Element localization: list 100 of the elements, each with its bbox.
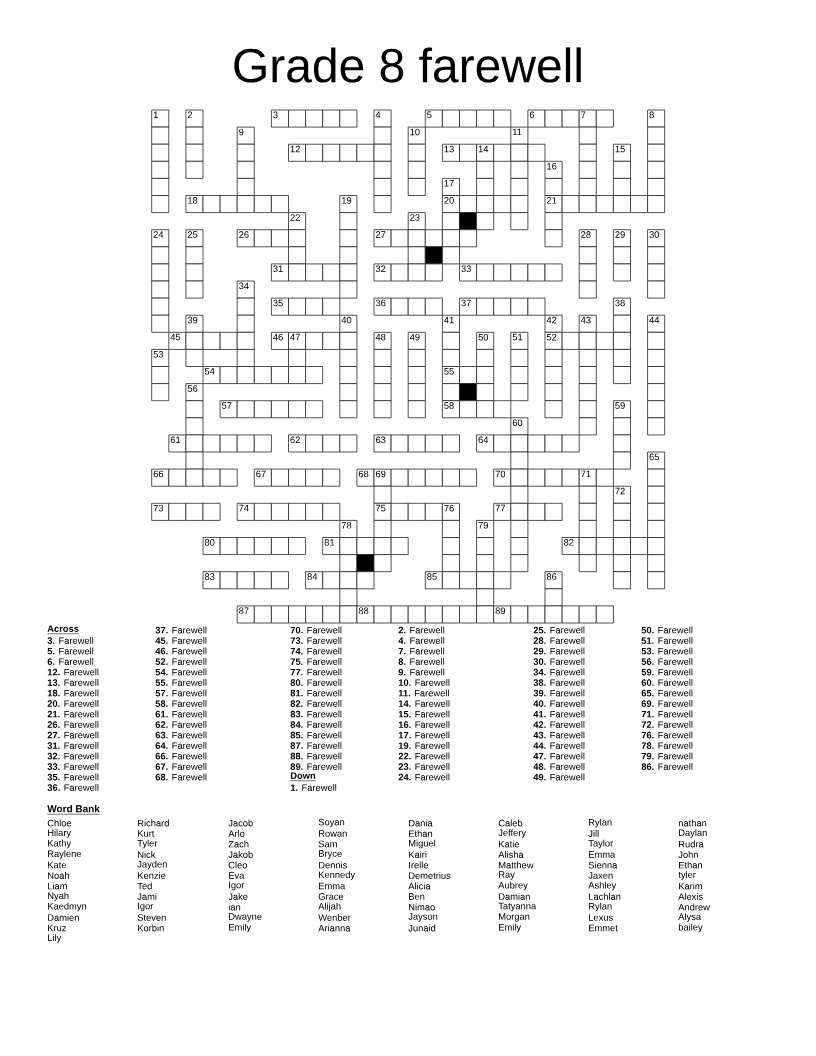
word-bank-name: Aubrey bbox=[498, 881, 528, 891]
cell-number: 63 bbox=[375, 436, 386, 444]
word-bank-name: Grace bbox=[318, 893, 344, 900]
clue-text: 25. Farewell bbox=[533, 626, 585, 634]
section-heading: Across bbox=[47, 625, 80, 635]
clue-text: 54. Farewell bbox=[155, 668, 207, 676]
cell-number: 41 bbox=[444, 316, 454, 324]
word-bank-name: Kathy bbox=[48, 839, 72, 849]
cell-number: 88 bbox=[358, 607, 369, 615]
word-bank-name: Rowan bbox=[319, 830, 347, 837]
cell-number: 45 bbox=[170, 333, 181, 341]
cell-number: 18 bbox=[188, 197, 198, 204]
clue-text: 58. Farewell bbox=[155, 700, 207, 707]
clue-text: 20. Farewell bbox=[47, 700, 99, 707]
word-bank-name: Wenber bbox=[318, 914, 351, 921]
word-bank-name: Alijah bbox=[318, 902, 341, 912]
clue-text: 16. Farewell bbox=[398, 721, 450, 728]
cell-number: 81 bbox=[324, 539, 335, 546]
word-bank-name: Damien bbox=[48, 914, 79, 921]
word-bank-name: Liam bbox=[48, 882, 67, 890]
cell-number: 87 bbox=[239, 607, 249, 615]
cell-number: 24 bbox=[153, 231, 164, 238]
title: Grade 8 farewell bbox=[234, 47, 581, 83]
word-bank-name: Richard bbox=[138, 819, 169, 827]
word-bank-name: nathan bbox=[678, 819, 707, 827]
clue-text: 3. Farewell bbox=[47, 637, 94, 644]
word-bank-name: Soyan bbox=[318, 818, 345, 828]
cell-number: 17 bbox=[444, 179, 454, 187]
clue-text: 79. Farewell bbox=[641, 752, 693, 760]
cell-number: 28 bbox=[581, 231, 591, 238]
word-bank-name: Arlo bbox=[228, 830, 245, 837]
cell-number: 29 bbox=[615, 231, 625, 238]
word-bank-name: Korbin bbox=[138, 924, 164, 932]
word-bank-name: Alisha bbox=[498, 851, 524, 858]
clue-text: 13. Farewell bbox=[47, 679, 99, 686]
clue-text: 24. Farewell bbox=[398, 773, 450, 781]
section-heading: Word Bank bbox=[47, 805, 101, 815]
cell-number: 78 bbox=[341, 522, 352, 529]
clue-text: 12. Farewell bbox=[47, 668, 99, 676]
clue-text: 50. Farewell bbox=[641, 626, 693, 634]
clue-text: 84. Farewell bbox=[290, 721, 342, 728]
word-bank-name: Katie bbox=[499, 840, 520, 848]
cell-number: 70 bbox=[495, 470, 506, 478]
word-bank-name: Kennedy bbox=[319, 871, 356, 880]
cell-number: 67 bbox=[256, 470, 266, 478]
cell-number: 30 bbox=[649, 231, 660, 238]
cell-number: 51 bbox=[512, 333, 523, 341]
cell-number: 2 bbox=[187, 111, 193, 119]
word-bank-name: Dennis bbox=[319, 861, 347, 869]
clue-text: 40. Farewell bbox=[533, 700, 585, 707]
cell-number: 25 bbox=[187, 231, 198, 238]
clue-text: 19. Farewell bbox=[398, 742, 450, 749]
cell-number: 31 bbox=[273, 265, 283, 273]
cell-number: 89 bbox=[495, 607, 506, 615]
word-bank-name: Jeffery bbox=[498, 829, 527, 838]
word-bank-name: Kenzie bbox=[138, 872, 166, 879]
word-bank-name: Igor bbox=[138, 902, 154, 912]
clue-text: 53. Farewell bbox=[641, 647, 693, 655]
clue-text: 33. Farewell bbox=[47, 763, 99, 770]
word-bank-name: Cleo bbox=[228, 861, 248, 869]
clue-text: 69. Farewell bbox=[641, 700, 693, 707]
cell-number: 68 bbox=[358, 470, 369, 478]
word-bank-name: Ray bbox=[499, 871, 515, 880]
clue-text: 65. Farewell bbox=[641, 689, 693, 697]
cell-number: 7 bbox=[581, 111, 586, 118]
cell-number: 26 bbox=[239, 231, 249, 238]
cell-number: 77 bbox=[495, 504, 506, 512]
clue-text: 78. Farewell bbox=[641, 742, 693, 749]
clue-text: 47. Farewell bbox=[533, 752, 585, 760]
cell-number: 69 bbox=[375, 470, 386, 478]
clue-text: 11. Farewell bbox=[398, 689, 449, 697]
clue-text: 10. Farewell bbox=[398, 679, 450, 686]
clue-text: 87. Farewell bbox=[290, 742, 342, 749]
cell-number: 74 bbox=[239, 504, 249, 512]
word-bank-name: tyler bbox=[678, 871, 696, 880]
cell-number: 57 bbox=[221, 402, 232, 409]
cell-number: 49 bbox=[409, 333, 420, 341]
clue-text: 43. Farewell bbox=[533, 731, 585, 739]
word-bank-name: Kurt bbox=[138, 830, 155, 837]
cell-number: 82 bbox=[563, 539, 574, 546]
cell-number: 16 bbox=[547, 162, 557, 170]
cell-number: 65 bbox=[649, 453, 660, 461]
cell-number: 3 bbox=[273, 111, 278, 119]
cell-number: 54 bbox=[204, 368, 215, 375]
cell-number: 10 bbox=[410, 128, 420, 136]
word-bank-name: bailey bbox=[678, 923, 703, 933]
clue-text: 52. Farewell bbox=[155, 658, 207, 665]
word-bank-name: Lachlan bbox=[589, 893, 621, 900]
cell-number: 71 bbox=[581, 470, 591, 478]
cell-number: 23 bbox=[410, 214, 420, 221]
clue-text: 31. Farewell bbox=[47, 742, 99, 749]
clue-text: 51. Farewell bbox=[641, 637, 693, 644]
word-bank-name: Noah bbox=[48, 872, 69, 879]
cell-number: 13 bbox=[444, 145, 454, 153]
word-bank-name: Ben bbox=[409, 893, 425, 900]
cell-number: 64 bbox=[478, 436, 489, 444]
word-bank-name: Jayson bbox=[408, 913, 438, 922]
word-bank-name: Irelle bbox=[409, 861, 429, 869]
word-bank-name: Kaedmyn bbox=[48, 902, 87, 912]
cell-number: 52 bbox=[546, 333, 557, 341]
